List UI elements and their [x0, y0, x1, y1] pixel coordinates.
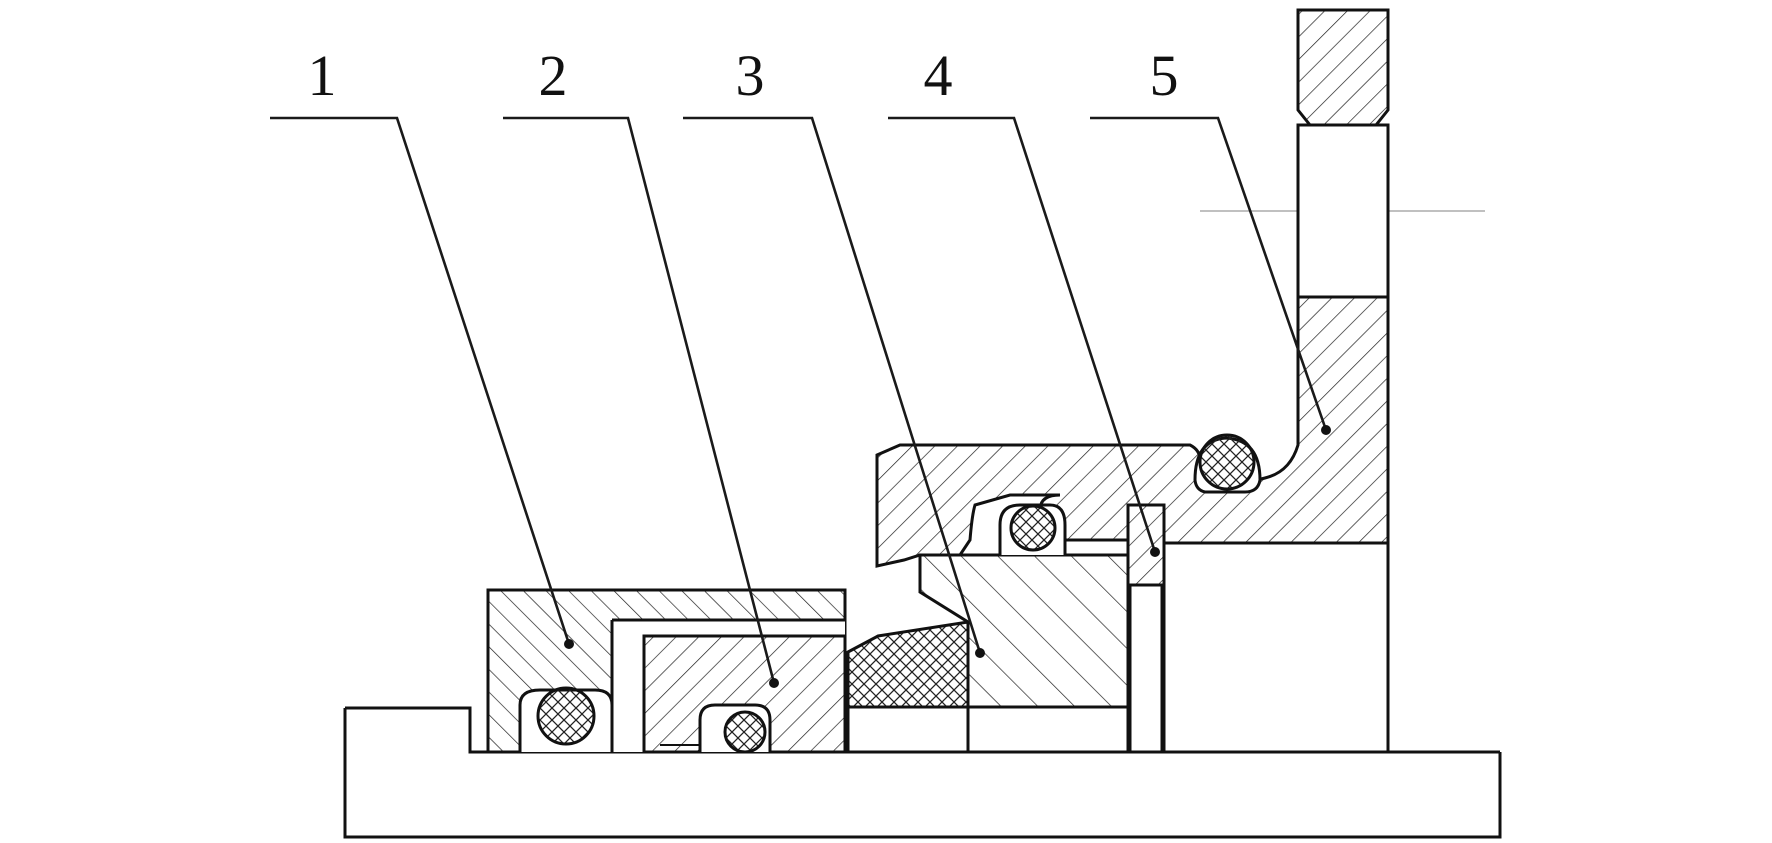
leader-dot-3: [975, 648, 985, 658]
part-5-gland: [875, 8, 1390, 754]
callout-1: 1: [308, 43, 337, 108]
part-2-ring: [642, 634, 847, 754]
callout-leaders: [270, 116, 1331, 688]
leader-dot-4: [1150, 547, 1160, 557]
leader-dot-5: [1321, 425, 1331, 435]
leader-5: [1090, 116, 1328, 431]
o-ring-4: [1009, 504, 1057, 552]
callout-2: 2: [539, 43, 568, 108]
leader-2: [503, 116, 776, 684]
part-3-packing: [846, 620, 970, 754]
callout-5: 5: [1150, 43, 1179, 108]
callout-3: 3: [736, 43, 765, 108]
o-ring-2: [723, 710, 767, 754]
leader-1: [270, 116, 571, 645]
o-ring-1: [536, 686, 596, 746]
callout-labels: 1 2 3 4 5: [308, 43, 1179, 108]
leader-3: [683, 116, 982, 654]
leader-4: [888, 116, 1157, 553]
washer: [1126, 503, 1166, 754]
callout-4: 4: [924, 43, 953, 108]
leader-dot-2: [769, 678, 779, 688]
part-4-ring: [918, 553, 1130, 754]
leader-dot-1: [564, 639, 574, 649]
o-ring-5: [1198, 433, 1256, 491]
